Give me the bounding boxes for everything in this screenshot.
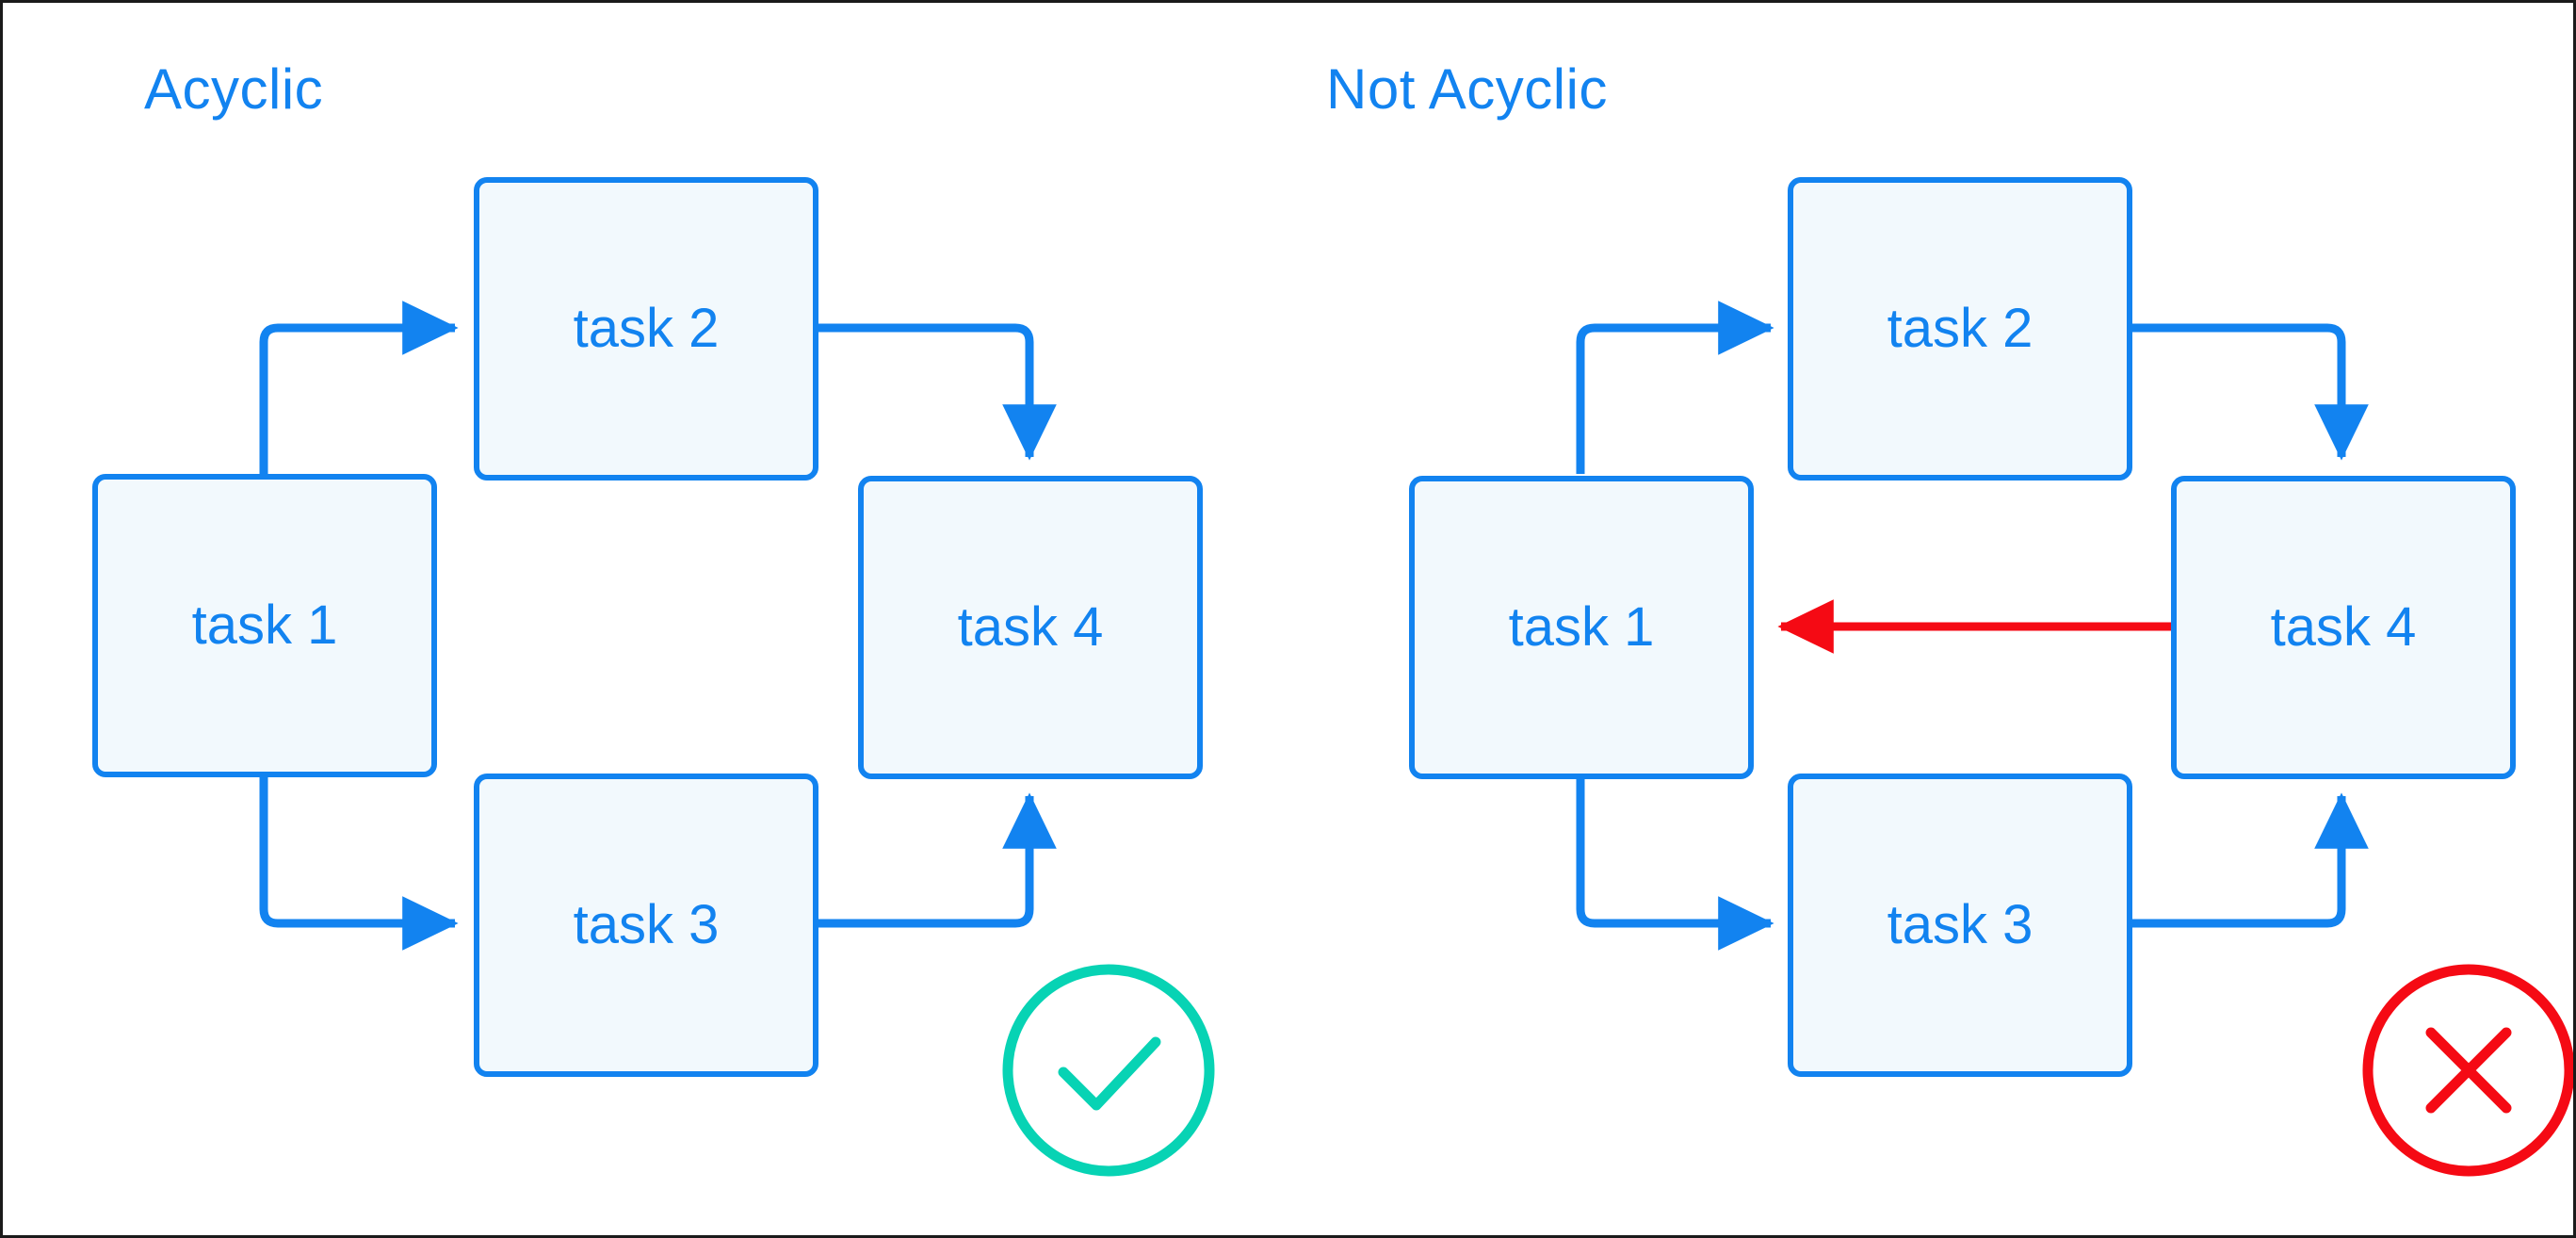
node-task4-acyclic[interactable]: task 4 (858, 476, 1203, 779)
edge-task3-to-task4-left (818, 792, 1057, 928)
node-task1-not-acyclic[interactable]: task 1 (1409, 476, 1754, 779)
edge-task2-to-task4-right (2131, 323, 2369, 461)
node-label: task 1 (1508, 596, 1655, 658)
node-task3-acyclic[interactable]: task 3 (474, 774, 818, 1077)
panel-title-acyclic: Acyclic (144, 57, 324, 121)
edge-task3-to-task4-right (2131, 792, 2369, 928)
node-task4-not-acyclic[interactable]: task 4 (2171, 476, 2516, 779)
edge-task1-to-task2-right (1576, 301, 1774, 474)
edge-task2-to-task4-left (818, 323, 1057, 461)
node-label: task 4 (957, 596, 1104, 658)
node-label: task 3 (573, 894, 720, 955)
status-badge-invalid (2357, 959, 2573, 1181)
node-label: task 1 (191, 595, 338, 656)
status-badge-valid (997, 959, 1220, 1181)
node-label: task 2 (1887, 298, 2033, 359)
node-label: task 3 (1887, 894, 2033, 955)
node-task3-not-acyclic[interactable]: task 3 (1788, 774, 2132, 1077)
x-circle-icon (2362, 964, 2573, 1177)
node-task2-not-acyclic[interactable]: task 2 (1788, 177, 2132, 481)
edge-task1-to-task2-left (259, 301, 459, 474)
edge-task1-to-task3-left (259, 777, 459, 951)
node-label: task 2 (573, 298, 720, 359)
check-circle-icon (1002, 964, 1215, 1177)
edge-task1-to-task3-right (1576, 777, 1774, 951)
node-label: task 4 (2270, 596, 2417, 658)
panel-title-not-acyclic: Not Acyclic (1326, 57, 1608, 121)
node-task2-acyclic[interactable]: task 2 (474, 177, 818, 481)
node-task1-acyclic[interactable]: task 1 (92, 474, 437, 777)
